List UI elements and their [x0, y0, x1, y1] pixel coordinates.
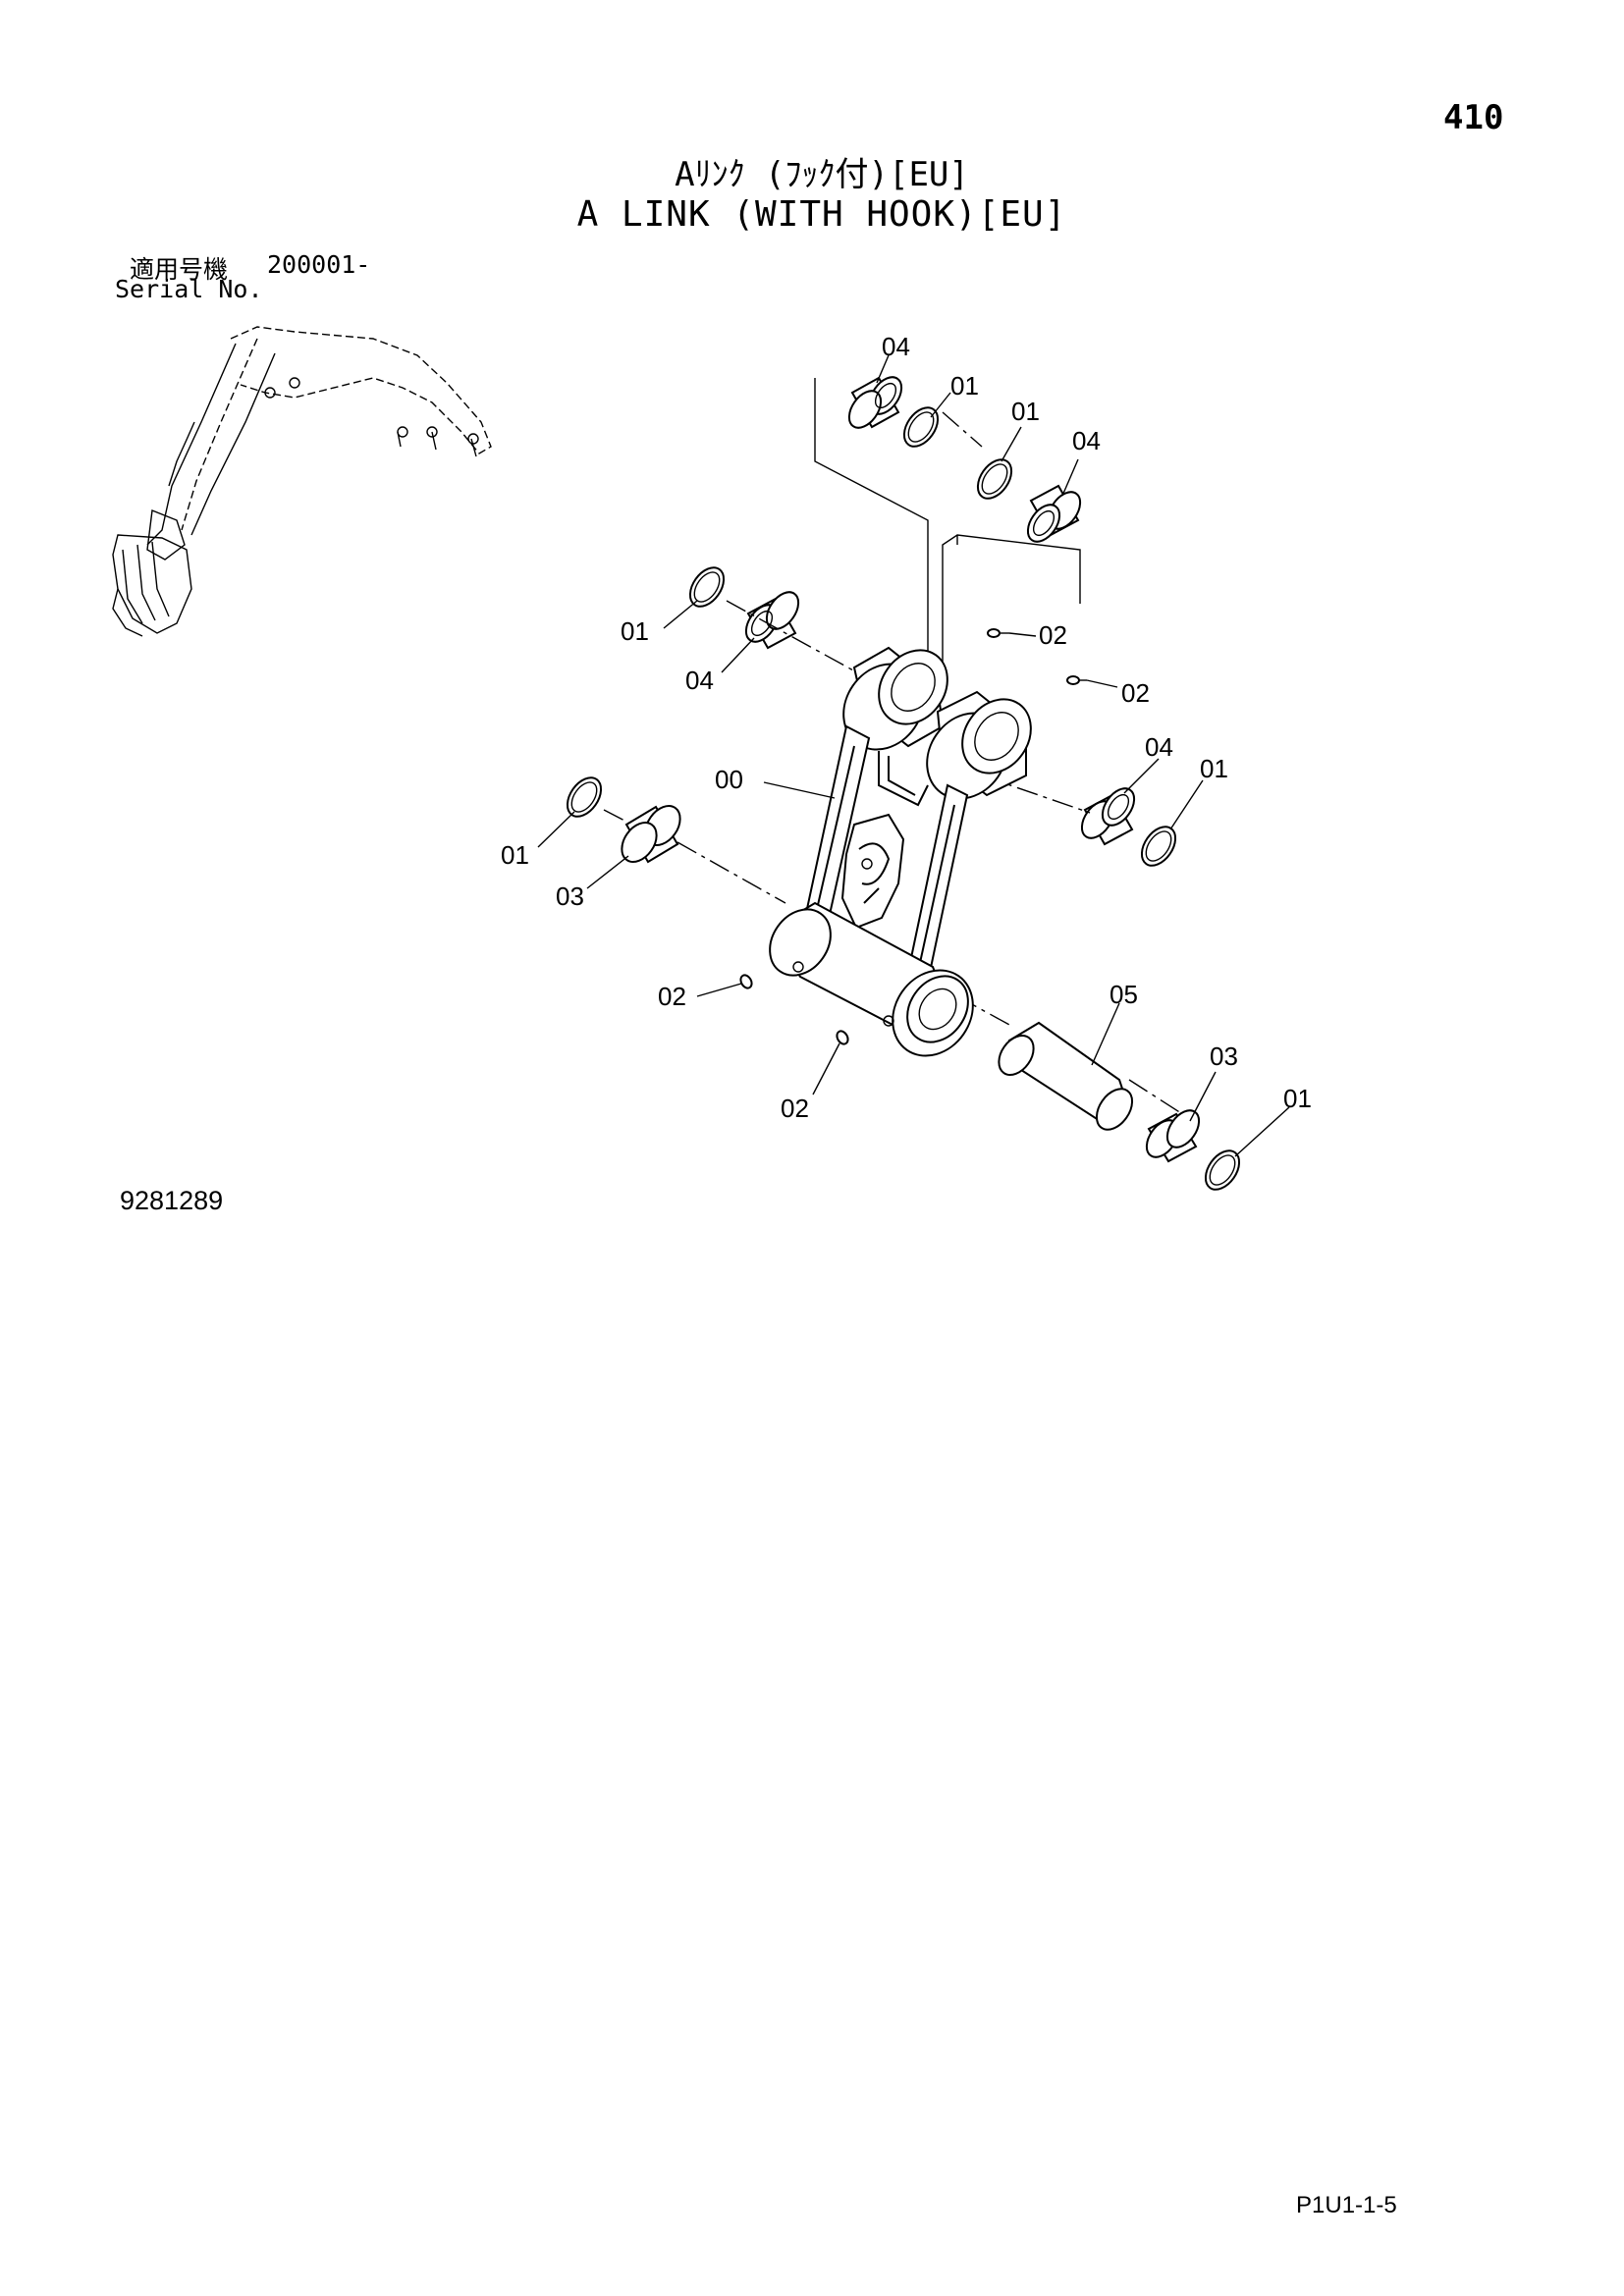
excavator-overview-thumbnail — [112, 326, 492, 637]
callout-03-a: 03 — [556, 881, 584, 911]
callout-01-b: 01 — [1011, 397, 1040, 426]
callout-01-a: 01 — [950, 371, 979, 400]
page-code: P1U1-1-5 — [1296, 2192, 1397, 2218]
part-ring-01-lower-left — [566, 776, 603, 818]
part-bushing-04-mid-right — [1080, 787, 1136, 846]
serial-label-english: Serial No. — [115, 275, 263, 303]
part-grease-nipple-02-b — [1066, 675, 1087, 685]
drawing-number: 9281289 — [120, 1186, 224, 1215]
part-ring-01-mid-left — [688, 566, 726, 608]
part-bushing-04-mid-left — [744, 591, 800, 650]
part-bushing-03-lower-left — [621, 805, 681, 864]
callout-01-e: 01 — [501, 840, 529, 870]
part-grease-nipple-02-c — [739, 974, 753, 989]
callout-04-d: 04 — [1145, 732, 1173, 762]
callout-00: 00 — [715, 765, 743, 794]
page-number: 410 — [1443, 98, 1504, 137]
part-bushing-04-upper-left — [847, 376, 903, 429]
callout-04-b: 04 — [1072, 426, 1101, 455]
part-grease-nipple-02-d — [836, 1030, 849, 1045]
callout-02-b: 02 — [1121, 678, 1150, 708]
upper-group-bracket — [814, 378, 1081, 677]
callout-04-a: 04 — [882, 332, 910, 361]
part-ring-01-upper-left — [902, 406, 940, 448]
serial-number-value: 200001- — [267, 250, 371, 279]
part-bushing-03-lower-right — [1145, 1109, 1201, 1163]
callout-04-c: 04 — [685, 666, 714, 695]
part-pin-05 — [998, 1021, 1134, 1131]
callout-labels: 04 01 01 04 01 04 02 02 00 04 01 01 03 0… — [501, 332, 1312, 1123]
callout-01-c: 01 — [621, 616, 649, 646]
callout-01-f: 01 — [1283, 1084, 1312, 1113]
title-english: A LINK (WITH HOOK)[EU] — [576, 194, 1067, 235]
part-a-link-body-00 — [769, 646, 1032, 1057]
callout-02-c: 02 — [658, 982, 686, 1011]
callout-02-a: 02 — [1039, 620, 1067, 650]
title-japanese: Aﾘﾝｸ (ﾌｯｸ付)[EU] — [675, 155, 969, 194]
part-grease-nipple-02-a — [987, 628, 1009, 638]
leader-lines — [537, 354, 1290, 1157]
part-ring-01-mid-right — [1140, 826, 1177, 867]
part-ring-01-lower-right — [1204, 1149, 1241, 1191]
callout-02-d: 02 — [781, 1094, 809, 1123]
callout-05: 05 — [1110, 980, 1138, 1009]
callout-03-b: 03 — [1210, 1041, 1238, 1071]
callout-01-d: 01 — [1200, 754, 1228, 783]
part-ring-01-upper-right — [976, 458, 1013, 500]
part-bushing-04-upper-right — [1026, 484, 1082, 543]
serial-label-japanese: 適用号機 — [130, 255, 229, 284]
